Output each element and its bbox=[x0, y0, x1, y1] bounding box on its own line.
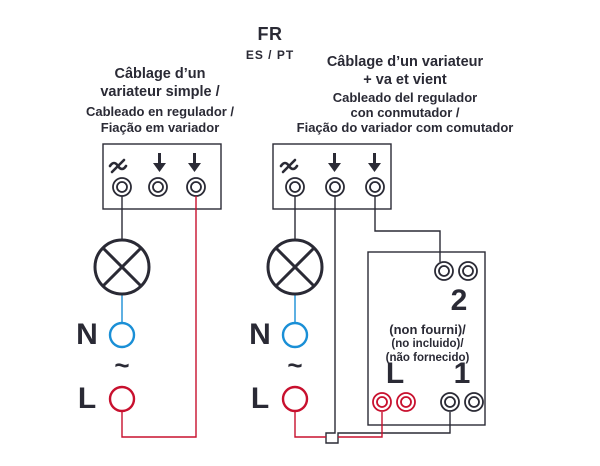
terminal-icon bbox=[365, 177, 385, 197]
right-title-pt: Fiação do variador com comutador bbox=[296, 120, 514, 135]
switch-terminal-2-label: 2 bbox=[450, 284, 468, 317]
right-title-fr-2: + va et vient bbox=[363, 72, 447, 88]
arrow-down-icon bbox=[153, 153, 166, 172]
arrow-down-icon bbox=[368, 153, 381, 172]
terminal-icon bbox=[325, 177, 345, 197]
right-title-es-2: con conmutador / bbox=[350, 105, 460, 120]
switch-note-es: (no incluido)/ bbox=[391, 338, 464, 350]
right-live-terminal bbox=[281, 385, 309, 413]
language-main: FR bbox=[257, 24, 283, 44]
dimmer-symbol-icon bbox=[108, 158, 128, 174]
right-live-label: L bbox=[250, 382, 270, 415]
left-title-pt: Fiação em variador bbox=[100, 120, 220, 135]
left-title-fr-1: Câblage d’un bbox=[114, 66, 206, 82]
lamp-icon bbox=[266, 238, 324, 296]
switch-terminal-l-label: L bbox=[385, 357, 405, 390]
left-title-es: Cableado en regulador / bbox=[85, 104, 235, 119]
left-title-fr-2: variateur simple / bbox=[100, 84, 220, 100]
right-wire-to-L-common bbox=[325, 196, 451, 444]
right-wire-red-switch bbox=[338, 412, 383, 438]
switch-terminal-l bbox=[372, 392, 416, 412]
terminal-icon bbox=[148, 177, 168, 197]
switch-note-pt: (não fornecido) bbox=[385, 352, 470, 364]
arrow-down-icon bbox=[188, 153, 201, 172]
right-wire-to-terminal-2 bbox=[374, 196, 441, 262]
terminal-icon bbox=[112, 177, 132, 197]
right-wire-red bbox=[294, 410, 326, 438]
right-neutral-terminal bbox=[281, 321, 309, 349]
left-live-terminal bbox=[108, 385, 136, 413]
switch-note-fr: (non fourni)/ bbox=[389, 322, 466, 337]
right-neutral-label: N bbox=[249, 318, 271, 351]
switch-terminal-1-label: 1 bbox=[453, 357, 471, 390]
lamp-icon bbox=[93, 238, 151, 296]
terminal-icon bbox=[186, 177, 206, 197]
right-tilde: ~ bbox=[287, 350, 303, 380]
switch-terminal-2 bbox=[434, 261, 478, 281]
left-live-label: L bbox=[77, 382, 97, 415]
right-title-fr-1: Câblage d’un variateur bbox=[326, 54, 484, 70]
left-wire-red bbox=[121, 196, 197, 438]
switch-terminal-1 bbox=[440, 392, 484, 412]
language-alt: ES / PT bbox=[245, 48, 295, 62]
left-tilde: ~ bbox=[114, 350, 130, 380]
left-neutral-label: N bbox=[76, 318, 98, 351]
left-neutral-terminal bbox=[108, 321, 136, 349]
arrow-down-icon bbox=[328, 153, 341, 172]
left-dimmer-box bbox=[102, 143, 222, 210]
right-dimmer-box bbox=[272, 143, 392, 210]
terminal-icon bbox=[285, 177, 305, 197]
dimmer-symbol-icon bbox=[279, 158, 299, 174]
right-title-es-1: Cableado del regulador bbox=[332, 90, 478, 105]
